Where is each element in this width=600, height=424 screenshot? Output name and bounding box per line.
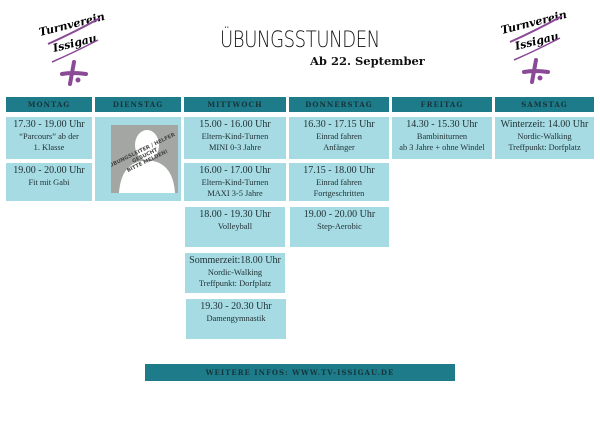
session-cell: Winterzeit: 14.00 Uhr Nordic-Walking Tre… bbox=[495, 117, 594, 159]
session-cell: 17.30 - 19.00 Uhr “Parcours” ab der 1. K… bbox=[6, 117, 92, 159]
svg-text:Turnverein: Turnverein bbox=[38, 10, 106, 39]
session-time: 15.00 - 16.00 Uhr bbox=[199, 119, 271, 130]
header-samstag: SAMSTAG bbox=[495, 97, 594, 112]
logo-graphic-icon: Turnverein Issigau bbox=[500, 8, 568, 84]
session-time: Winterzeit: 14.00 Uhr bbox=[500, 119, 589, 130]
session-line: Eltern-Kind-Turnen bbox=[201, 178, 269, 187]
page-title: ÜBUNGSSTUNDEN bbox=[220, 28, 380, 53]
session-line: Einrad fahren bbox=[316, 132, 362, 141]
session-cell: 14.30 - 15.30 Uhr Bambiniturnen ab 3 Jah… bbox=[392, 117, 492, 159]
session-line: Treffpunkt: Dorfplatz bbox=[198, 279, 272, 288]
session-line: MINI 0-3 Jahre bbox=[208, 143, 262, 152]
header-dienstag: DIENSTAG bbox=[95, 97, 181, 112]
placeholder-person-image: ÜBUNGSLEITER / HELFER GESUCHT BITTE MELD… bbox=[111, 125, 178, 193]
session-cell: Sommerzeit:18.00 Uhr Nordic-Walking Tref… bbox=[185, 253, 285, 293]
session-time: 16.00 - 17.00 Uhr bbox=[199, 165, 271, 176]
session-time: 19.30 - 20.30 Uhr bbox=[200, 301, 272, 312]
session-line: 1. Klasse bbox=[33, 143, 65, 152]
session-line: Treffpunkt: Dorfplatz bbox=[508, 143, 581, 152]
session-time: 14.30 - 15.30 Uhr bbox=[406, 119, 478, 130]
session-time: 17.30 - 19.00 Uhr bbox=[13, 119, 85, 130]
page-subtitle: Ab 22. September bbox=[310, 54, 425, 68]
session-time: Sommerzeit:18.00 Uhr bbox=[189, 255, 281, 266]
session-line: Eltern-Kind-Turnen bbox=[201, 132, 269, 141]
session-line: Nordic-Walking bbox=[207, 268, 263, 277]
footer-info-link[interactable]: WEITERE INFOS: WWW.TV-ISSIGAU.DE bbox=[145, 364, 455, 381]
logo-graphic-icon: Turnverein Issigau bbox=[38, 10, 106, 86]
logo-right: Turnverein Issigau bbox=[492, 2, 572, 84]
header-montag: MONTAG bbox=[6, 97, 92, 112]
session-time: 16.30 - 17.15 Uhr bbox=[303, 119, 375, 130]
session-line: Nordic-Walking bbox=[517, 132, 572, 141]
session-line: Volleyball bbox=[217, 222, 253, 231]
session-line: Fit mit Gabi bbox=[28, 178, 70, 187]
session-cell: 19.00 - 20.00 Uhr Fit mit Gabi bbox=[6, 163, 92, 201]
session-cell: 19.00 - 20.00 Uhr Step-Aerobic bbox=[290, 207, 389, 247]
logo-left: Turnverein Issigau bbox=[30, 4, 110, 86]
session-cell: 19.30 - 20.30 Uhr Damengymnastik bbox=[186, 299, 286, 339]
person-silhouette-icon bbox=[119, 130, 175, 193]
session-cell: 17.15 - 18.00 Uhr Einrad fahren Fortgesc… bbox=[289, 163, 389, 201]
session-line: Step-Aerobic bbox=[317, 222, 362, 231]
session-cell: 16.30 - 17.15 Uhr Einrad fahren Anfänger bbox=[289, 117, 389, 159]
session-line: ab 3 Jahre + ohne Windel bbox=[399, 143, 485, 152]
session-line: Damengymnastik bbox=[206, 314, 266, 323]
header-freitag: FREITAG bbox=[392, 97, 492, 112]
session-line: Bambiniturnen bbox=[416, 132, 468, 141]
session-time: 17.15 - 18.00 Uhr bbox=[303, 165, 375, 176]
dienstag-placeholder-cell: ÜBUNGSLEITER / HELFER GESUCHT BITTE MELD… bbox=[95, 117, 181, 201]
session-line: Einrad fahren bbox=[316, 178, 362, 187]
svg-text:Turnverein: Turnverein bbox=[500, 8, 568, 37]
header-donnerstag: DONNERSTAG bbox=[289, 97, 389, 112]
session-line: Fortgeschritten bbox=[313, 189, 365, 198]
session-line: MAXI 3-5 Jahre bbox=[207, 189, 263, 198]
session-time: 18.00 - 19.30 Uhr bbox=[199, 209, 271, 220]
session-cell: 18.00 - 19.30 Uhr Volleyball bbox=[185, 207, 285, 247]
header-mittwoch: MITTWOCH bbox=[184, 97, 286, 112]
session-cell: 16.00 - 17.00 Uhr Eltern-Kind-Turnen MAX… bbox=[184, 163, 286, 201]
session-line: Anfänger bbox=[323, 143, 355, 152]
session-cell: 15.00 - 16.00 Uhr Eltern-Kind-Turnen MIN… bbox=[184, 117, 286, 159]
session-line: “Parcours” ab der bbox=[19, 132, 79, 141]
session-time: 19.00 - 20.00 Uhr bbox=[13, 165, 85, 176]
session-time: 19.00 - 20.00 Uhr bbox=[303, 209, 376, 220]
